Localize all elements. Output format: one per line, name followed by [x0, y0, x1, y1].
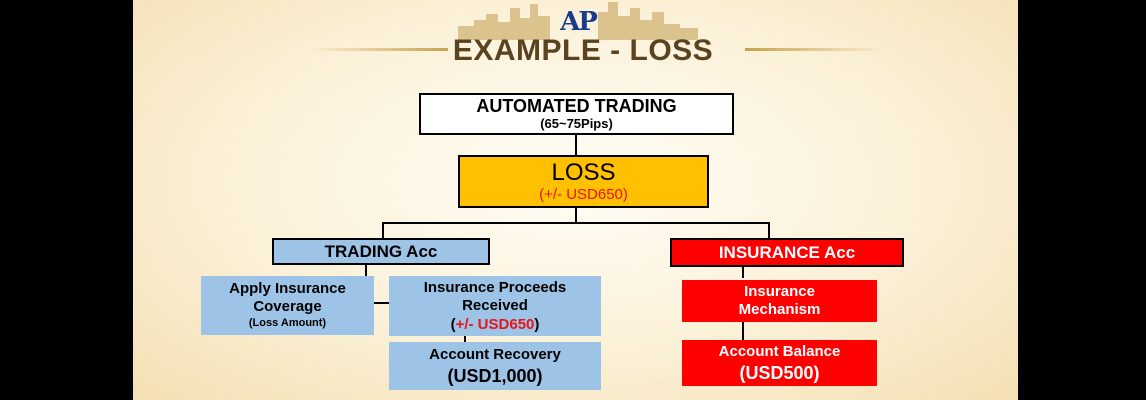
- insurance-acc-box: INSURANCE Acc: [670, 238, 904, 267]
- connector: [768, 222, 770, 239]
- proceeds-line1: Insurance Proceeds: [423, 278, 567, 296]
- connector: [742, 266, 744, 278]
- connector: [365, 264, 367, 276]
- connector: [575, 207, 577, 223]
- loss-title: LOSS: [551, 159, 616, 186]
- ap-logo: AP: [560, 7, 598, 37]
- proceeds-line2: Received: [462, 296, 528, 314]
- loss-box: LOSS (+/- USD650): [458, 155, 709, 208]
- automated-trading-title: AUTOMATED TRADING: [476, 96, 677, 116]
- page-title: EXAMPLE - LOSS: [452, 34, 714, 67]
- connector: [742, 322, 744, 340]
- connector: [575, 133, 577, 155]
- insurance-acc-label: INSURANCE Acc: [718, 242, 856, 262]
- trading-acc-box: TRADING Acc: [272, 238, 490, 265]
- recovery-amount: (USD1,000): [447, 366, 543, 386]
- account-balance-box: Account Balance (USD500): [682, 340, 877, 386]
- account-recovery-box: Account Recovery (USD1,000): [389, 342, 601, 390]
- balance-line1: Account Balance: [718, 343, 841, 360]
- connector: [374, 302, 389, 304]
- balance-amount: (USD500): [739, 363, 820, 383]
- title-divider-left: [308, 48, 448, 51]
- proceeds-open-paren: (: [450, 315, 456, 333]
- proceeds-close-paren: ): [534, 315, 540, 333]
- mechanism-line1: Insurance: [744, 283, 815, 300]
- proceeds-amount-row: (+/- USD650): [451, 315, 540, 334]
- slide: AP EXAMPLE - LOSS AUTOMATED TRADING (65~…: [133, 0, 1018, 400]
- automated-trading-box: AUTOMATED TRADING (65~75Pips): [419, 93, 734, 135]
- apply-coverage-note: (Loss Amount): [248, 317, 327, 329]
- skyline-graphic: [458, 2, 698, 40]
- recovery-line1: Account Recovery: [429, 346, 561, 363]
- proceeds-amount: +/- USD650: [455, 315, 535, 333]
- connector: [464, 335, 466, 343]
- automated-trading-subtitle: (65~75Pips): [540, 116, 613, 131]
- apply-coverage-box: Apply Insurance Coverage (Loss Amount): [201, 276, 374, 335]
- insurance-proceeds-box: Insurance Proceeds Received (+/- USD650): [389, 276, 601, 336]
- apply-coverage-line2: Coverage: [253, 298, 322, 315]
- loss-amount: (+/- USD650): [539, 186, 628, 203]
- connector: [382, 222, 770, 224]
- trading-acc-label: TRADING Acc: [324, 241, 438, 261]
- apply-coverage-line1: Apply Insurance: [229, 280, 346, 297]
- mechanism-line2: Mechanism: [738, 301, 821, 318]
- connector: [382, 222, 384, 239]
- title-divider-right: [745, 48, 885, 51]
- insurance-mechanism-box: Insurance Mechanism: [682, 280, 877, 322]
